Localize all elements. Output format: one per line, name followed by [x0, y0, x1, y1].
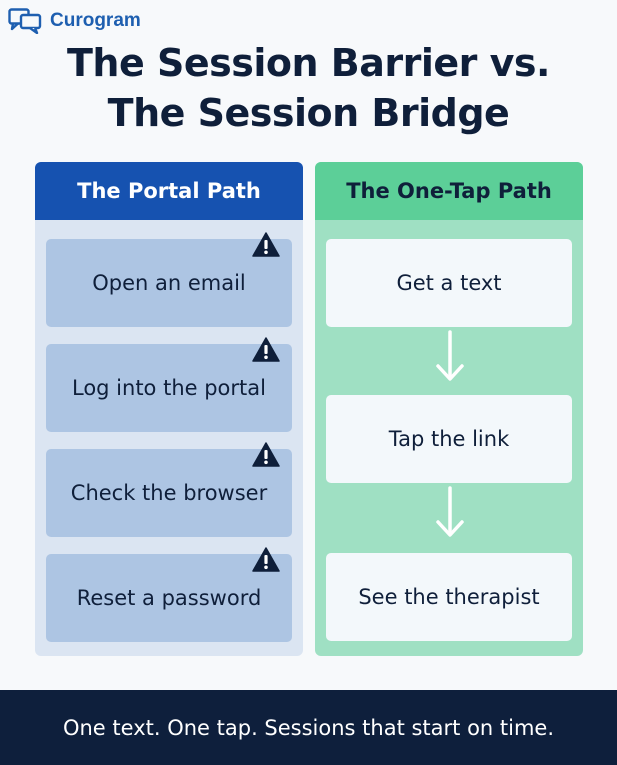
- title-line-1: The Session Barrier vs.: [67, 41, 550, 85]
- page-title: The Session Barrier vs. The Session Brid…: [0, 38, 617, 138]
- one-tap-step-2: Tap the link: [326, 395, 572, 483]
- step-label: Log into the portal: [72, 376, 266, 400]
- brand-name: Curogram: [50, 10, 141, 31]
- step-label: Check the browser: [70, 481, 268, 505]
- portal-step-4: Reset a password: [46, 547, 292, 642]
- one-tap-path-column: The One-Tap Path Get a text Tap the link…: [315, 162, 583, 656]
- chat-bubbles-icon: [8, 8, 42, 34]
- one-tap-step-3: See the therapist: [326, 553, 572, 641]
- step-label: Tap the link: [388, 427, 510, 451]
- footer-banner: One text. One tap. Sessions that start o…: [0, 690, 617, 765]
- portal-step-3: Check the browser: [46, 442, 292, 537]
- arrow-down-icon: [436, 486, 464, 537]
- one-tap-step-1: Get a text: [326, 239, 572, 327]
- title-line-2: The Session Bridge: [107, 91, 510, 135]
- step-label: See the therapist: [358, 585, 540, 609]
- brand-logo: Curogram: [8, 8, 141, 34]
- portal-path-column: The Portal Path Open an email Log into t…: [35, 162, 303, 656]
- one-tap-path-heading: The One-Tap Path: [315, 162, 583, 220]
- warning-icon: [252, 442, 280, 467]
- step-label: Get a text: [396, 271, 502, 295]
- warning-icon: [252, 232, 280, 257]
- portal-step-2: Log into the portal: [46, 337, 292, 432]
- portal-step-1: Open an email: [46, 232, 292, 327]
- warning-icon: [252, 547, 280, 572]
- warning-icon: [252, 337, 280, 362]
- portal-path-heading: The Portal Path: [35, 162, 303, 220]
- step-label: Open an email: [92, 271, 246, 295]
- step-label: Reset a password: [76, 586, 262, 610]
- arrow-down-icon: [436, 330, 464, 381]
- footer-text: One text. One tap. Sessions that start o…: [62, 715, 555, 740]
